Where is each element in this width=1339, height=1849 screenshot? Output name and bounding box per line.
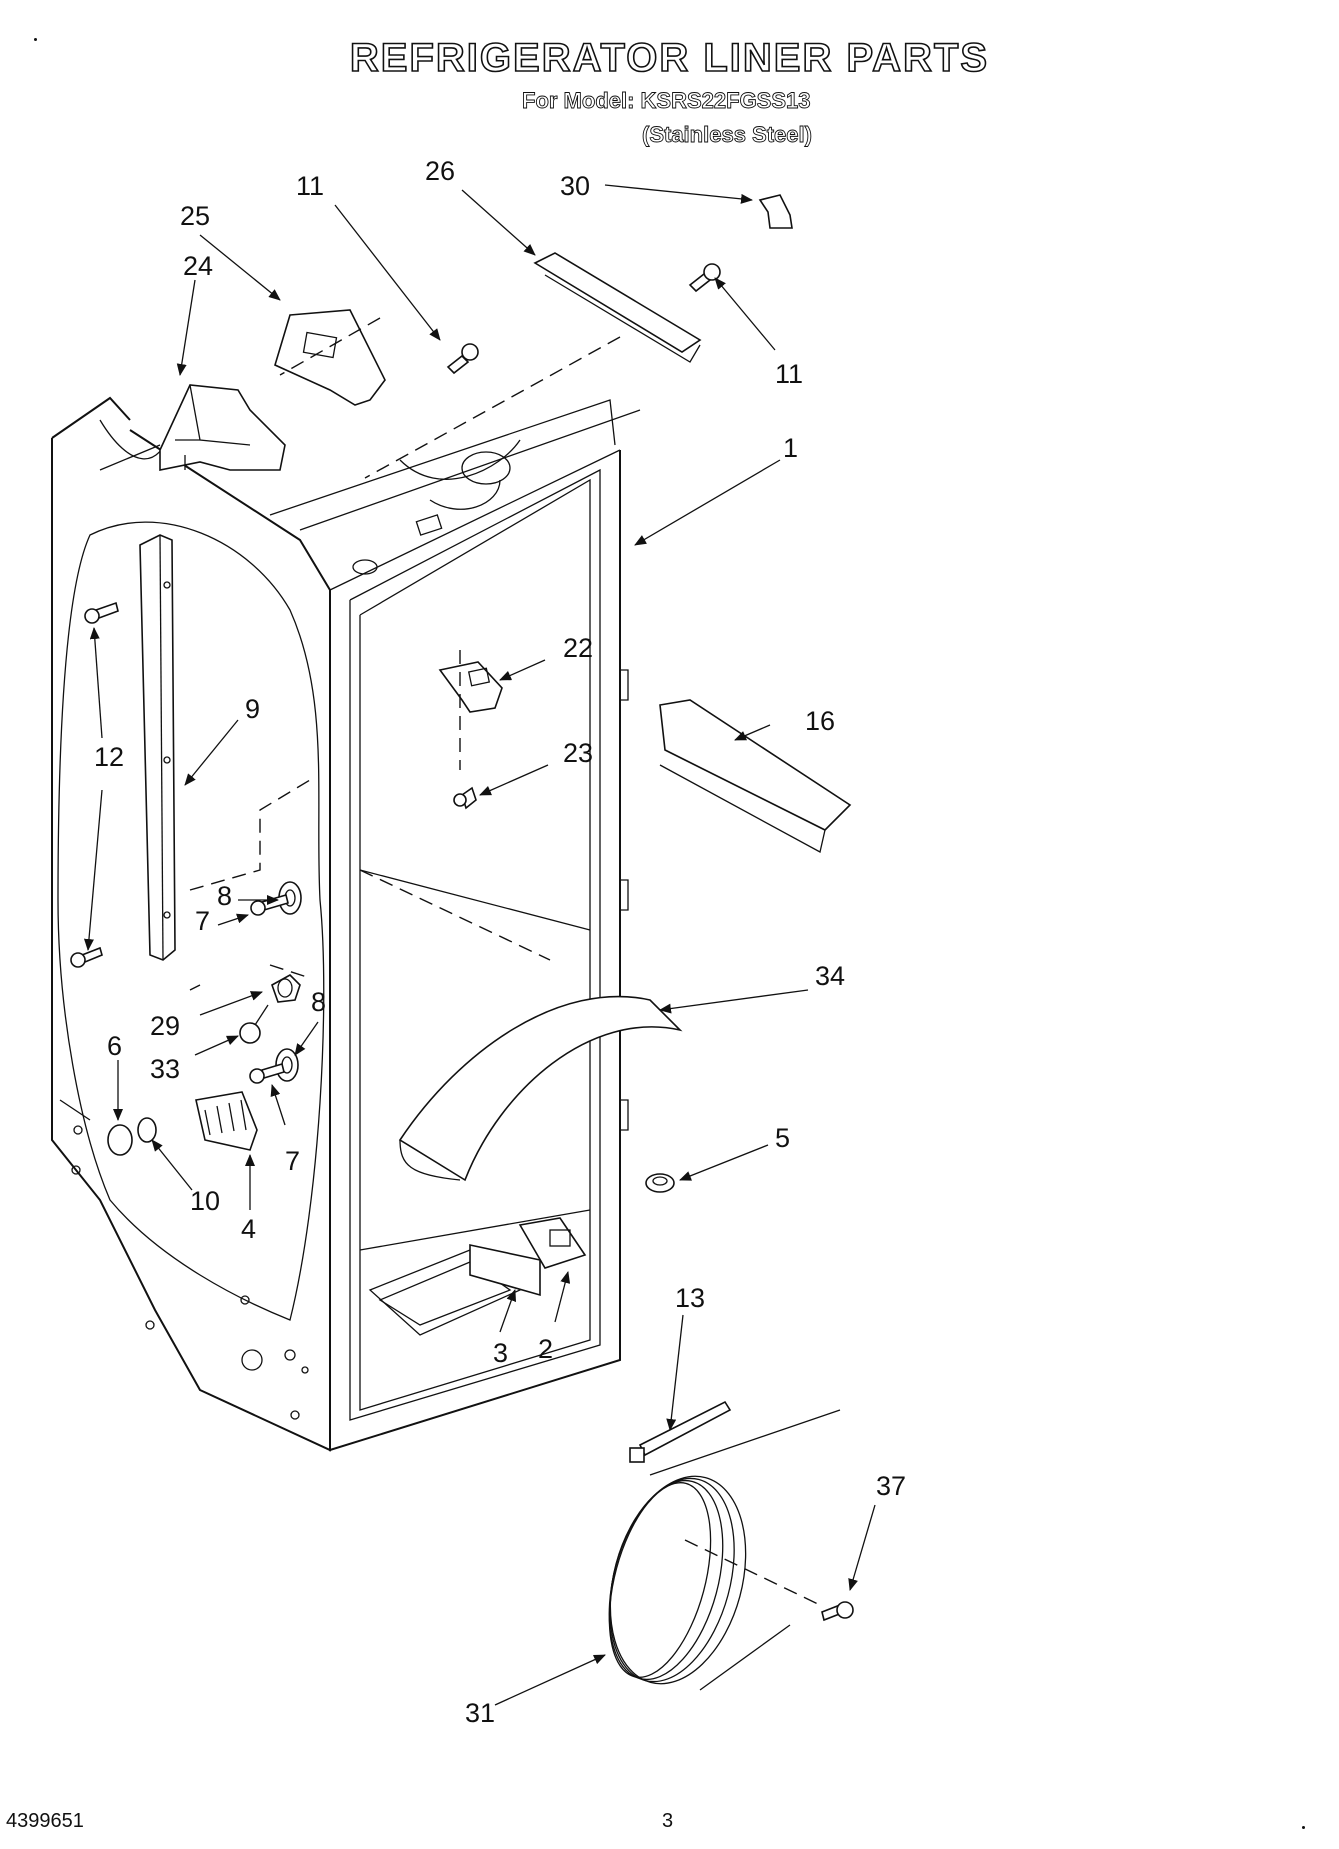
hardware-parts [70, 194, 854, 1691]
callout-13: 13 [675, 1283, 705, 1313]
callout-labels: 25 24 11 26 30 11 1 22 16 23 9 12 8 7 34… [94, 156, 906, 1728]
callout-16: 16 [805, 706, 835, 736]
callout-8-bottom: 8 [311, 987, 326, 1017]
page-title: REFRIGERATOR LINER PARTS [349, 35, 990, 81]
callout-31: 31 [465, 1698, 495, 1728]
callout-30: 30 [560, 171, 590, 201]
vertical-rail [139, 534, 176, 961]
finish-line: (Stainless Steel) [642, 122, 813, 148]
callout-4: 4 [241, 1214, 256, 1244]
callout-37: 37 [876, 1471, 906, 1501]
callout-11-right: 11 [775, 359, 803, 389]
callout-33: 33 [150, 1054, 180, 1084]
callout-11-top: 11 [296, 171, 324, 201]
page-number: 3 [662, 1810, 674, 1832]
model-line: For Model: KSRS22FGSS13 [522, 88, 811, 114]
document-number: 4399651 [6, 1810, 84, 1832]
callout-7-top: 7 [195, 906, 210, 936]
callout-2: 2 [538, 1334, 553, 1364]
callout-5: 5 [775, 1123, 790, 1153]
callout-6: 6 [107, 1031, 122, 1061]
callout-34: 34 [815, 961, 845, 991]
callout-26: 26 [425, 156, 455, 186]
callout-22: 22 [563, 633, 593, 663]
corner-dot-top-left [34, 38, 37, 41]
callout-1: 1 [783, 433, 798, 463]
callout-7-bottom: 7 [285, 1146, 300, 1176]
callout-8-top: 8 [217, 881, 232, 911]
callout-12: 12 [94, 742, 124, 772]
callout-leaders [83, 184, 876, 1706]
assembly-lines [99, 317, 821, 1606]
callout-3: 3 [493, 1338, 508, 1368]
callout-23: 23 [563, 738, 593, 768]
liner-body [51, 396, 641, 1452]
callout-25: 25 [180, 201, 210, 231]
corner-dot-bottom-right [1302, 1826, 1305, 1829]
callout-10: 10 [190, 1186, 220, 1216]
callout-29: 29 [150, 1011, 180, 1041]
callout-9: 9 [245, 694, 260, 724]
callout-24: 24 [183, 251, 213, 281]
